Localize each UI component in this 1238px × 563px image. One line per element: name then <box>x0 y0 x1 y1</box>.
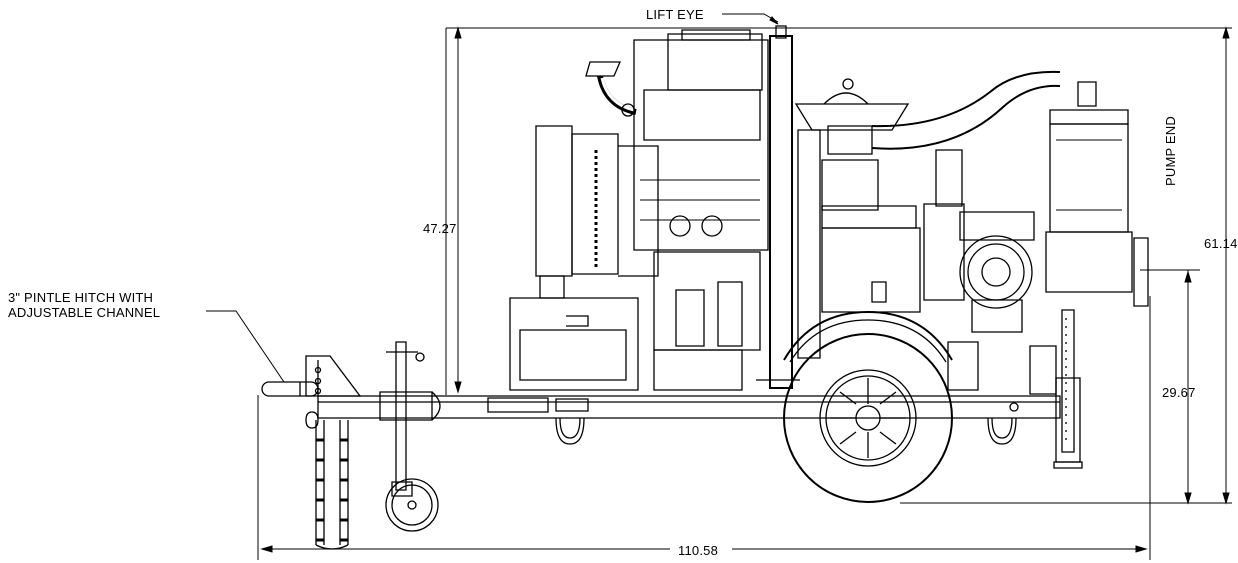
engine-height-dimension: 47.27 <box>423 221 457 236</box>
pintle-hitch-label-line1: 3" PINTLE HITCH WITH <box>8 290 154 305</box>
engine <box>510 30 768 390</box>
pump-end-label: PUMP END <box>1163 116 1178 186</box>
lift-eye-post <box>756 26 800 388</box>
overall-length-dimension: 110.58 <box>678 543 718 558</box>
discharge-height-dimension: 29.67 <box>1162 385 1196 400</box>
lift-eye-label: LIFT EYE <box>646 7 704 22</box>
wheel <box>784 312 952 502</box>
trailer-frame <box>262 310 1082 549</box>
pump-end <box>796 72 1148 390</box>
overall-height-dimension: 61.14 <box>1204 236 1238 251</box>
dimension-lines <box>206 14 1232 560</box>
pintle-hitch-label-line2: ADJUSTABLE CHANNEL <box>8 305 161 320</box>
